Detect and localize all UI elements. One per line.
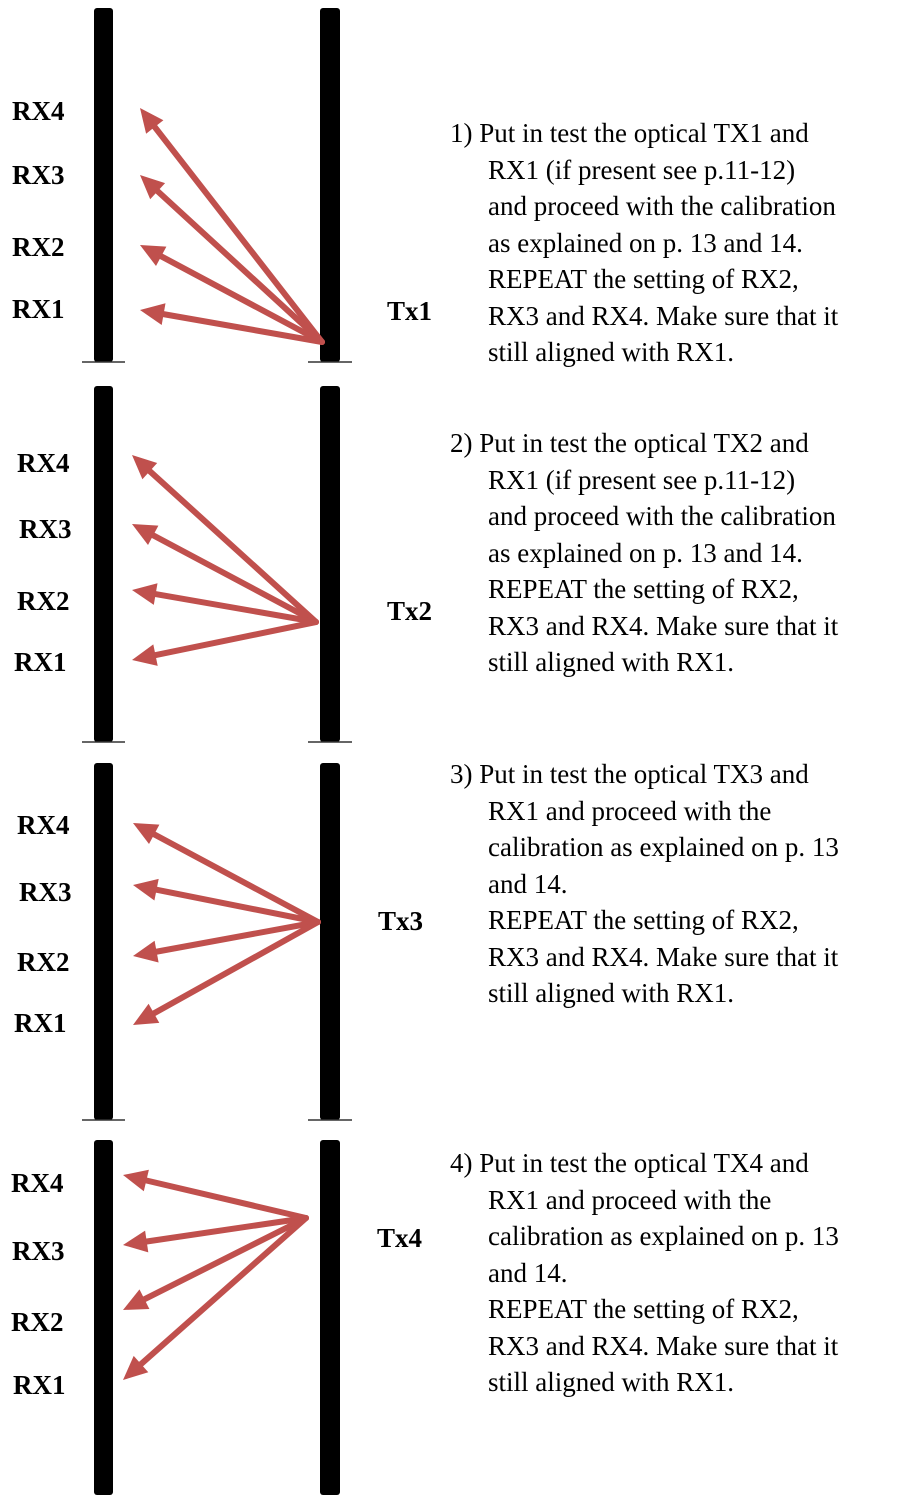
tx-label: Tx3 [378,906,424,936]
arrow-to-rx2 [136,1215,309,1305]
step-line: RX3 and RX4. Make sure that it [488,610,839,641]
step-line: calibration as explained on p. 13 [488,832,839,862]
rx4-label: RX4 [12,96,65,126]
receiver-column [94,386,113,742]
arrowhead-rx4 [140,108,164,134]
step-line: RX1 and proceed with the [488,1184,772,1215]
arrow-to-rx3 [147,885,321,925]
rx1-label: RX1 [14,1008,67,1038]
step-line: RX3 and RX4. Make sure that it [488,1330,839,1361]
rx1-label: RX1 [12,294,65,324]
step-line: REPEAT the setting of RX2, [488,574,799,604]
step-instructions: 3) Put in test the optical TX3 and RX1 a… [450,756,920,1012]
step-line: 4) Put in test the optical TX4 and [450,1148,809,1178]
step-line: 3) Put in test the optical TX3 and [450,759,809,789]
arrow-to-rx4 [145,828,321,925]
step-line: RX1 and proceed with the [488,795,772,826]
rx4-label: RX4 [17,448,70,478]
rx3-label: RX3 [12,160,65,190]
step-line: REPEAT the setting of RX2, [488,264,799,294]
rx4-label: RX4 [17,810,70,840]
arrow-to-rx1 [133,1215,309,1372]
transmitter-column [320,763,340,1120]
arrowhead-rx1 [133,1003,160,1025]
arrowhead-rx1 [132,644,158,666]
arrowhead-rx2 [140,245,167,266]
receiver-column [94,1140,113,1495]
arrow-to-rx2 [146,590,319,625]
tx-label: Tx1 [387,296,433,326]
arrow-to-rx3 [137,1215,309,1246]
step-line: REPEAT the setting of RX2, [488,905,799,935]
arrow-to-rx4 [148,119,325,345]
step-line: and 14. [488,1257,568,1288]
step-line: RX1 (if present see p.11-12) [488,464,796,495]
arrow-to-rx3 [150,184,325,345]
rx3-label: RX3 [12,1236,65,1266]
arrow-to-rx4 [137,1176,309,1221]
arrowhead-rx3 [133,878,159,901]
arrowhead-rx3 [123,1230,149,1253]
transmitter-column [320,1140,340,1495]
arrow-to-rx3 [144,529,319,625]
step-line: RX3 and RX4. Make sure that it [488,941,839,972]
step-instructions: 1) Put in test the optical TX1 and RX1 (… [450,115,920,371]
step-line: RX1 (if present see p.11-12) [488,154,796,185]
rx2-label: RX2 [11,1307,64,1337]
arrowhead-rx2 [123,1289,150,1310]
arrowhead-rx3 [140,175,166,200]
arrowhead-rx4 [123,1169,149,1192]
arrow-to-rx2 [147,919,321,956]
step-line: still aligned with RX1. [488,337,734,367]
arrow-to-rx4 [142,464,319,625]
rx3-label: RX3 [19,514,72,544]
arrowhead-rx3 [132,524,159,545]
arrow-to-rx1 [154,310,325,345]
arrowhead-rx2 [133,940,159,963]
receiver-column [94,763,113,1120]
transmitter-column [320,8,340,362]
arrowhead-rx4 [133,823,160,844]
arrow-to-rx2 [152,250,325,345]
step-line: 2) Put in test the optical TX2 and [450,428,809,458]
step-line: 1) Put in test the optical TX1 and [450,118,809,148]
arrowhead-rx1 [140,303,166,325]
rx2-label: RX2 [17,586,70,616]
rx4-label: RX4 [11,1168,64,1198]
step-line: as explained on p. 13 and 14. [488,537,803,568]
step-line: still aligned with RX1. [488,647,734,677]
tx-label: Tx2 [387,596,433,626]
step-line: still aligned with RX1. [488,1367,734,1397]
rx2-label: RX2 [17,947,70,977]
arrow-to-rx1 [146,619,319,660]
arrow-to-rx1 [145,919,321,1020]
step-line: RX3 and RX4. Make sure that it [488,300,839,331]
arrowhead-rx1 [123,1355,149,1380]
rx3-label: RX3 [19,877,72,907]
step-line: and 14. [488,868,568,899]
step-instructions: 4) Put in test the optical TX4 and RX1 a… [450,1145,920,1401]
step-instructions: 2) Put in test the optical TX2 and RX1 (… [450,425,920,681]
rx2-label: RX2 [12,232,65,262]
arrowhead-rx2 [132,583,158,605]
arrowhead-rx4 [132,455,158,480]
transmitter-column [320,386,340,742]
step-line: still aligned with RX1. [488,978,734,1008]
step-line: and proceed with the calibration [488,501,836,531]
rx1-label: RX1 [13,1370,66,1400]
rx1-label: RX1 [14,647,67,677]
tx-label: Tx4 [377,1223,423,1253]
receiver-column [94,8,113,362]
step-line: and proceed with the calibration [488,191,836,221]
step-line: REPEAT the setting of RX2, [488,1294,799,1324]
step-line: as explained on p. 13 and 14. [488,227,803,258]
step-line: calibration as explained on p. 13 [488,1221,839,1251]
